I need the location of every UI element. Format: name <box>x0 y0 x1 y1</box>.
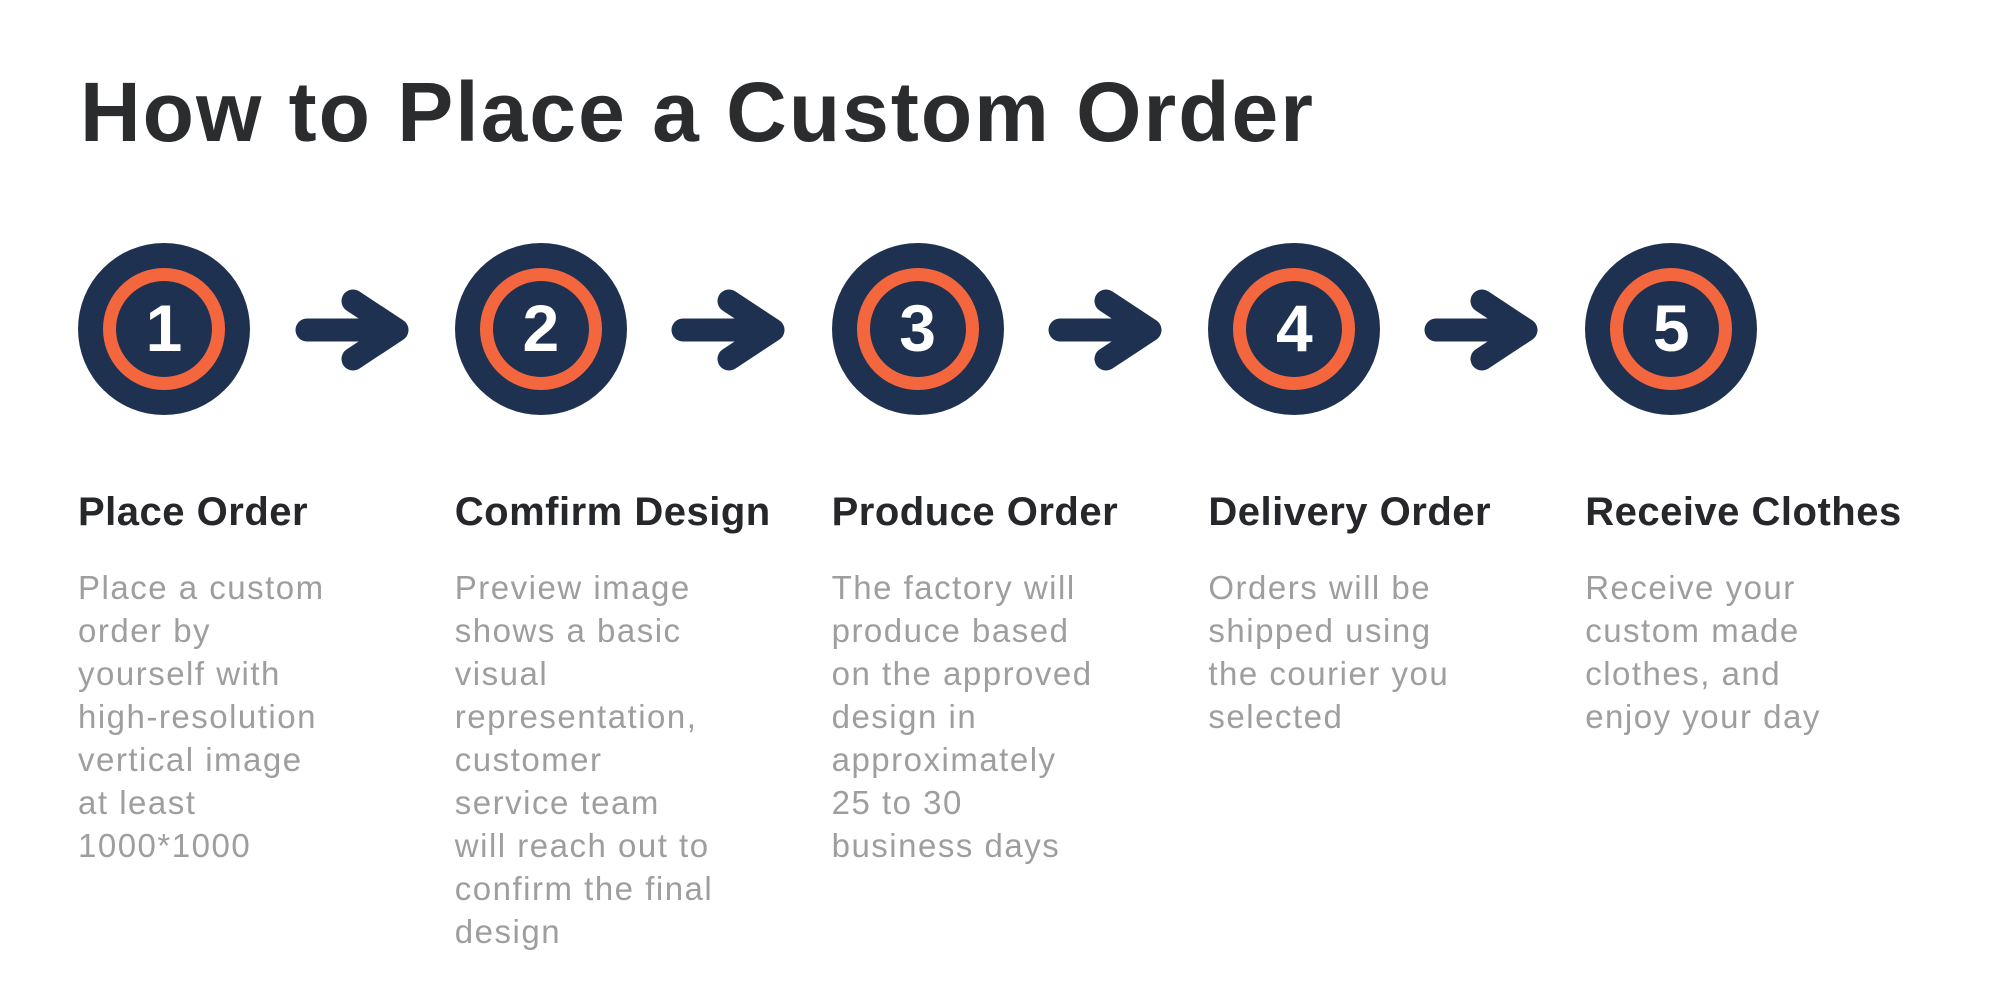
step-2-badge: 2 <box>454 243 627 415</box>
step-2-number: 2 <box>522 291 560 365</box>
step-3-badge: 3 <box>831 243 1004 415</box>
step-4-title: Delivery Order <box>1208 490 1492 534</box>
arrow-icon <box>295 288 411 372</box>
step-5-description: Receive your custom made clothes, and en… <box>1585 569 1821 735</box>
step-5-title: Receive Clothes <box>1585 490 1902 534</box>
step-1-badge: 1 <box>78 243 250 415</box>
step-4-delivery-order: 4 Delivery Order Orders will be shipped … <box>1208 243 1545 953</box>
arrow-icon <box>1424 288 1540 372</box>
step-2-badge-ring: 2 <box>479 268 602 390</box>
step-2-title: Comfirm Design <box>454 490 771 534</box>
steps-row: 1 Place Order Place a custom order by yo… <box>78 243 1922 953</box>
step-1-badge-ring: 1 <box>103 268 225 390</box>
step-5-badge: 5 <box>1585 243 1758 415</box>
step-3-number: 3 <box>899 291 936 365</box>
step-2-comfirm-design: 2 Comfirm Design Preview image shows a b… <box>454 243 792 953</box>
step-5-number: 5 <box>1652 291 1690 365</box>
step-5-badge-ring: 5 <box>1610 268 1733 390</box>
step-5-receive-clothes: 5 Receive Clothes Receive your custom ma… <box>1585 243 1922 953</box>
step-2-description: Preview image shows a basic visual repre… <box>454 569 714 950</box>
step-3-title: Produce Order <box>831 490 1119 534</box>
step-3-description: The factory will produce based on the ap… <box>831 569 1093 864</box>
step-3-badge-ring: 3 <box>856 268 979 390</box>
step-1-number: 1 <box>145 291 183 365</box>
step-1-title: Place Order <box>78 490 309 534</box>
step-4-description: Orders will be shipped using the courier… <box>1208 569 1450 735</box>
step-4-number: 4 <box>1276 291 1313 365</box>
step-4-badge: 4 <box>1208 243 1381 415</box>
step-1-place-order: 1 Place Order Place a custom order by yo… <box>78 243 415 953</box>
arrow-icon <box>1048 288 1164 372</box>
step-4-badge-ring: 4 <box>1233 268 1356 390</box>
arrow-icon <box>671 288 787 372</box>
step-1-description: Place a custom order by yourself with hi… <box>78 569 325 864</box>
step-3-produce-order: 3 Produce Order The factory will produce… <box>831 243 1169 953</box>
page-title: How to Place a Custom Order <box>80 65 1315 159</box>
